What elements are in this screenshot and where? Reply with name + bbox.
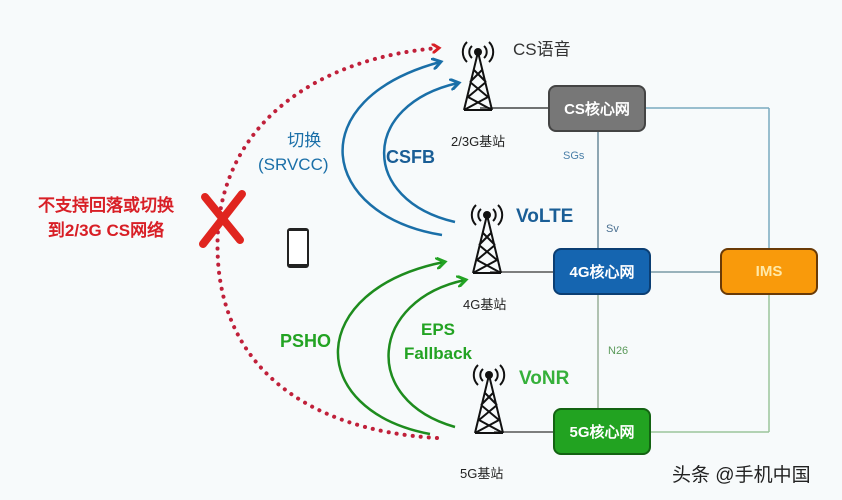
lte-core-box: 4G核心网 [553,248,651,295]
sv-interface-label: Sv [606,223,619,235]
station-5g-label: 5G基站 [460,466,504,481]
unsupported-note-line2: 到2/3G CS网络 [47,221,165,240]
unsupported-x-icon [199,190,246,248]
ims-box: IMS [720,248,818,295]
tower-icon-4g [470,204,504,274]
eps-fallback-line2: Fallback [403,344,473,363]
eps-fallback-line1: EPS [420,320,456,339]
tower-icon-5g [472,364,506,434]
watermark: 头条 @手机中国 [672,465,811,486]
unsupported-note-line1: 不支持回落或切换 [38,196,174,215]
csfb-arc [382,83,458,224]
psho-arc [336,262,444,436]
nr-core-box: 5G核心网 [553,408,651,455]
n26-interface-label: N26 [608,345,629,357]
unsupported-path [215,48,438,440]
csfb-label: CSFB [386,147,435,167]
srvcc-label: 切换 (SRVCC) [258,129,329,177]
srvcc-label-line1: 切换 [287,131,322,150]
unsupported-note: 不支持回落或切换 到2/3G CS网络 [26,193,186,243]
station-2g3g-label: 2/3G基站 [451,134,506,149]
nr-core-label: 5G核心网 [569,424,635,441]
core-links [480,107,770,433]
lte-core-label: 4G核心网 [569,264,635,281]
eps-fallback-label: EPS Fallback [398,318,478,366]
sgs-interface-label: SGs [563,150,585,162]
station-4g-label: 4G基站 [463,297,507,312]
phone-icon [287,228,309,268]
vonr-label: VoNR [519,368,570,389]
srvcc-arc [341,62,442,237]
tower-icon-2g3g [461,41,495,111]
cs-core-box: CS核心网 [548,85,646,132]
eps-fallback-arc [387,280,465,429]
ims-label: IMS [755,263,783,280]
srvcc-label-line2: (SRVCC) [258,155,329,174]
psho-label: PSHO [280,331,332,351]
cs-core-label: CS核心网 [564,101,630,118]
volte-label: VoLTE [516,206,574,227]
cs-voice-label: CS语音 [513,40,571,59]
